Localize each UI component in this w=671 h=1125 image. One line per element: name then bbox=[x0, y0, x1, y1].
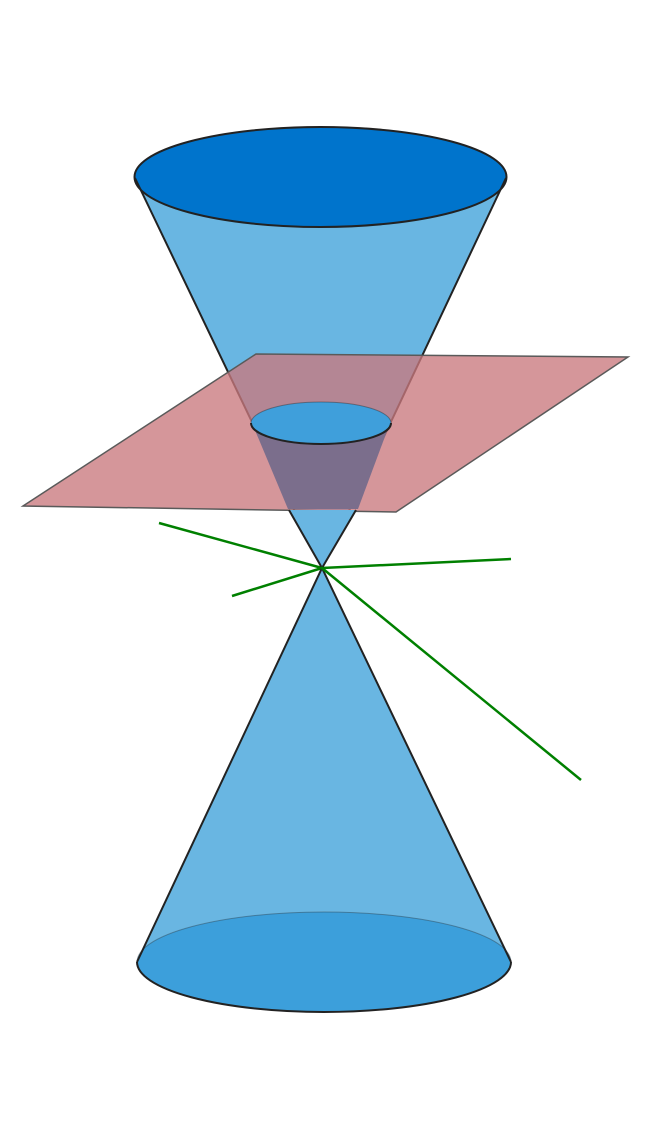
plane-cone-overlap-region bbox=[252, 423, 390, 509]
cone-neck-body bbox=[289, 510, 356, 568]
axis-lines bbox=[158, 521, 512, 598]
lower-cone-nappe bbox=[136, 565, 512, 1013]
conic-section-ellipse bbox=[250, 401, 392, 445]
axis-line-3 bbox=[321, 557, 512, 570]
lower-cone-base bbox=[137, 912, 511, 1012]
cone-vertex bbox=[320, 566, 324, 570]
axis-line-1 bbox=[158, 521, 323, 570]
axis-line-2 bbox=[231, 566, 323, 598]
front-axis bbox=[321, 567, 582, 781]
upper-cone-top bbox=[133, 126, 508, 228]
lower-cone-body bbox=[137, 568, 511, 1013]
lower-cone-back-rim bbox=[136, 911, 512, 963]
plane-cone-overlap bbox=[252, 423, 390, 509]
lower-cone-front-rim bbox=[136, 961, 512, 1013]
cone-neck bbox=[288, 509, 357, 570]
section-ellipse-front bbox=[250, 422, 392, 445]
axis-line-4 bbox=[321, 567, 582, 781]
